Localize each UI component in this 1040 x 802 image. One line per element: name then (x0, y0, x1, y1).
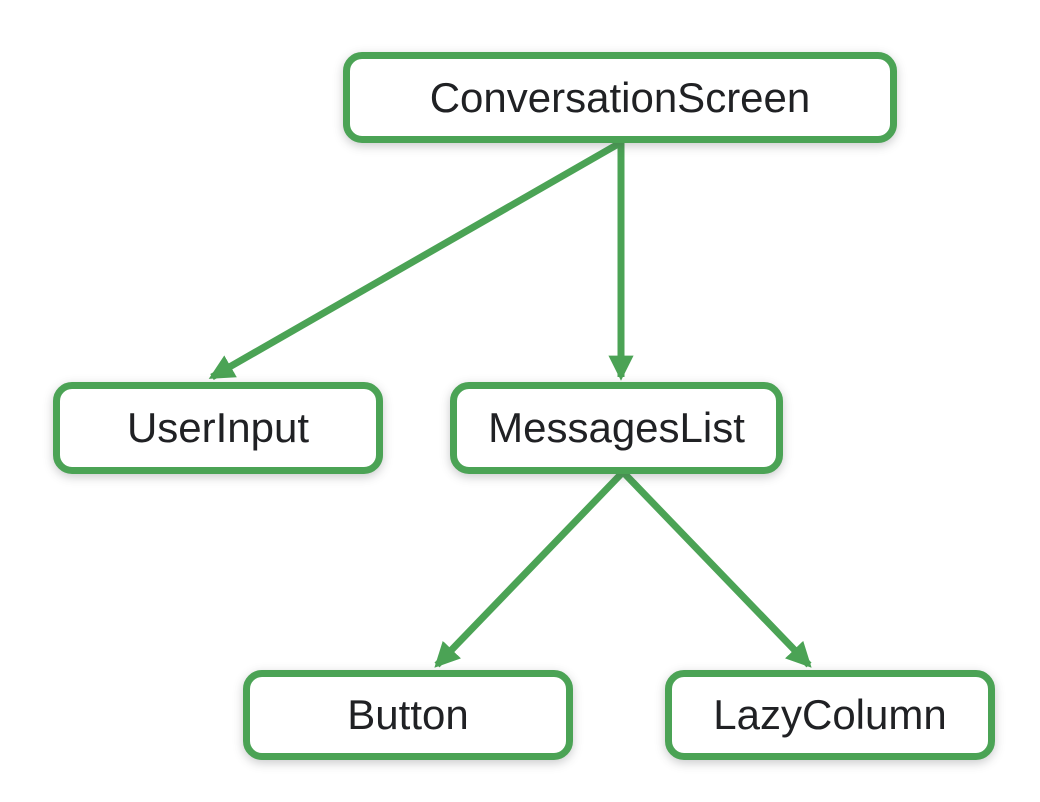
node-user-input-label: UserInput (126, 404, 310, 451)
node-conversation-screen-label: ConversationScreen (429, 73, 811, 121)
edge-conversationscreen-userinput (208, 139, 622, 381)
node-messages-list: MessagesList (450, 382, 783, 474)
node-conversation-screen: ConversationScreen (343, 52, 897, 143)
node-button-label: Button (347, 691, 469, 738)
node-button: Button (243, 670, 573, 760)
edge-messageslist-button (434, 469, 626, 668)
node-user-input: UserInput (53, 382, 383, 474)
edge-messageslist-lazycolumn (620, 469, 812, 668)
node-lazy-column-label: LazyColumn (713, 691, 947, 738)
node-messages-list-label: MessagesList (488, 404, 745, 451)
node-lazy-column: LazyColumn (665, 670, 995, 760)
